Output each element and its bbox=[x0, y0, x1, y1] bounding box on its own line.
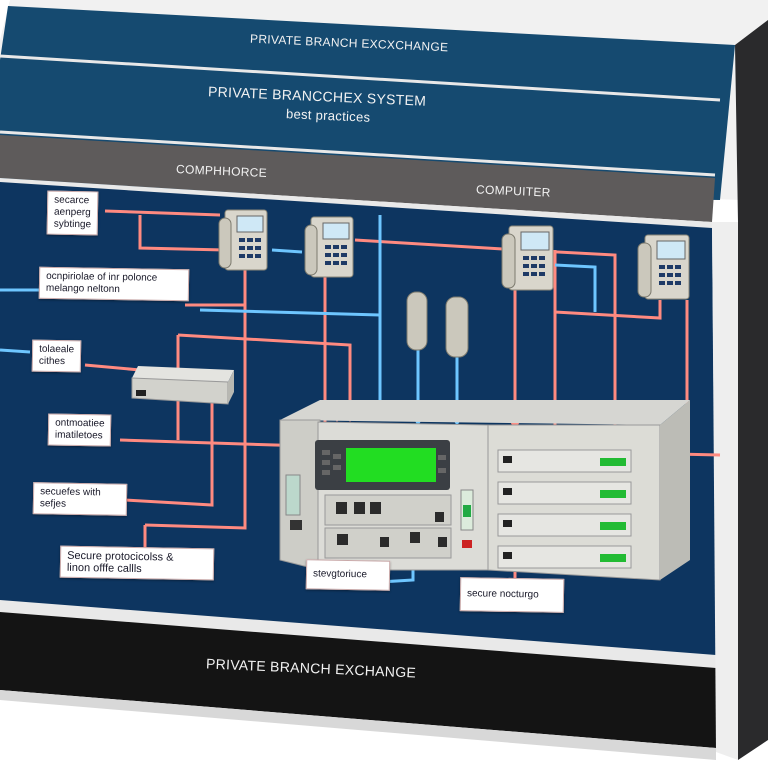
callout-automatic-installations: ontmoatiee imatiletoes bbox=[47, 413, 112, 447]
lcd-display bbox=[346, 448, 436, 482]
drive-bay bbox=[497, 545, 632, 569]
callout-secure-storage: secure nocturgo bbox=[459, 577, 565, 613]
drive-bays bbox=[497, 449, 632, 569]
callout-line: secarce bbox=[54, 194, 90, 207]
callout-line: stevgtoriuce bbox=[312, 568, 368, 581]
desk-phone-icon bbox=[501, 225, 554, 291]
red-line bbox=[84, 363, 141, 372]
callout-line: sefjes bbox=[39, 498, 67, 510]
callout-line: aenperg bbox=[53, 206, 91, 219]
callout-line: cithes bbox=[38, 355, 66, 368]
drive-bay bbox=[497, 449, 632, 473]
red-line bbox=[124, 400, 214, 507]
blue-line bbox=[199, 308, 381, 317]
callout-line: linon offfe callls bbox=[66, 561, 142, 576]
red-line bbox=[554, 300, 662, 320]
router-device-icon bbox=[131, 366, 234, 405]
callout-line: melango neltonn bbox=[45, 282, 120, 296]
desk-phone-icon bbox=[218, 209, 268, 271]
blue-line bbox=[554, 263, 597, 312]
callout-line: secure nocturgo bbox=[466, 588, 539, 601]
callout-secures-with: secuefes with sefjes bbox=[32, 482, 128, 516]
desk-phone-icon bbox=[637, 234, 690, 300]
callout-line: ontmoatiee bbox=[55, 417, 105, 430]
callout-line: tolaeale bbox=[39, 343, 75, 356]
callout-secure-sending: secarce aenperg sybtinge bbox=[46, 190, 99, 236]
drive-bay bbox=[497, 513, 632, 537]
callout-storage: stevgtoriuce bbox=[305, 559, 391, 591]
red-line bbox=[104, 209, 221, 217]
red-line bbox=[177, 333, 352, 410]
pbx-main-unit bbox=[279, 400, 690, 581]
callout-secure-protocols: Secure protocicolss & linon offfe callls bbox=[59, 545, 215, 581]
drive-bay bbox=[497, 481, 632, 505]
red-line bbox=[138, 215, 226, 252]
red-line bbox=[144, 470, 247, 530]
callout-line: imatiletoes bbox=[54, 429, 103, 442]
handset-icon bbox=[406, 291, 428, 351]
handset-icon bbox=[445, 296, 469, 358]
red-line bbox=[354, 238, 617, 440]
callout-telecom-cities: tolaeale cithes bbox=[31, 339, 82, 373]
callout-line: sybtinge bbox=[53, 218, 92, 231]
callout-complete-phone: ocnpiriolae of inr polonce melango nelto… bbox=[38, 266, 190, 302]
desk-phone-icon bbox=[304, 216, 354, 278]
blue-line bbox=[0, 348, 31, 354]
blue-line bbox=[271, 248, 303, 254]
